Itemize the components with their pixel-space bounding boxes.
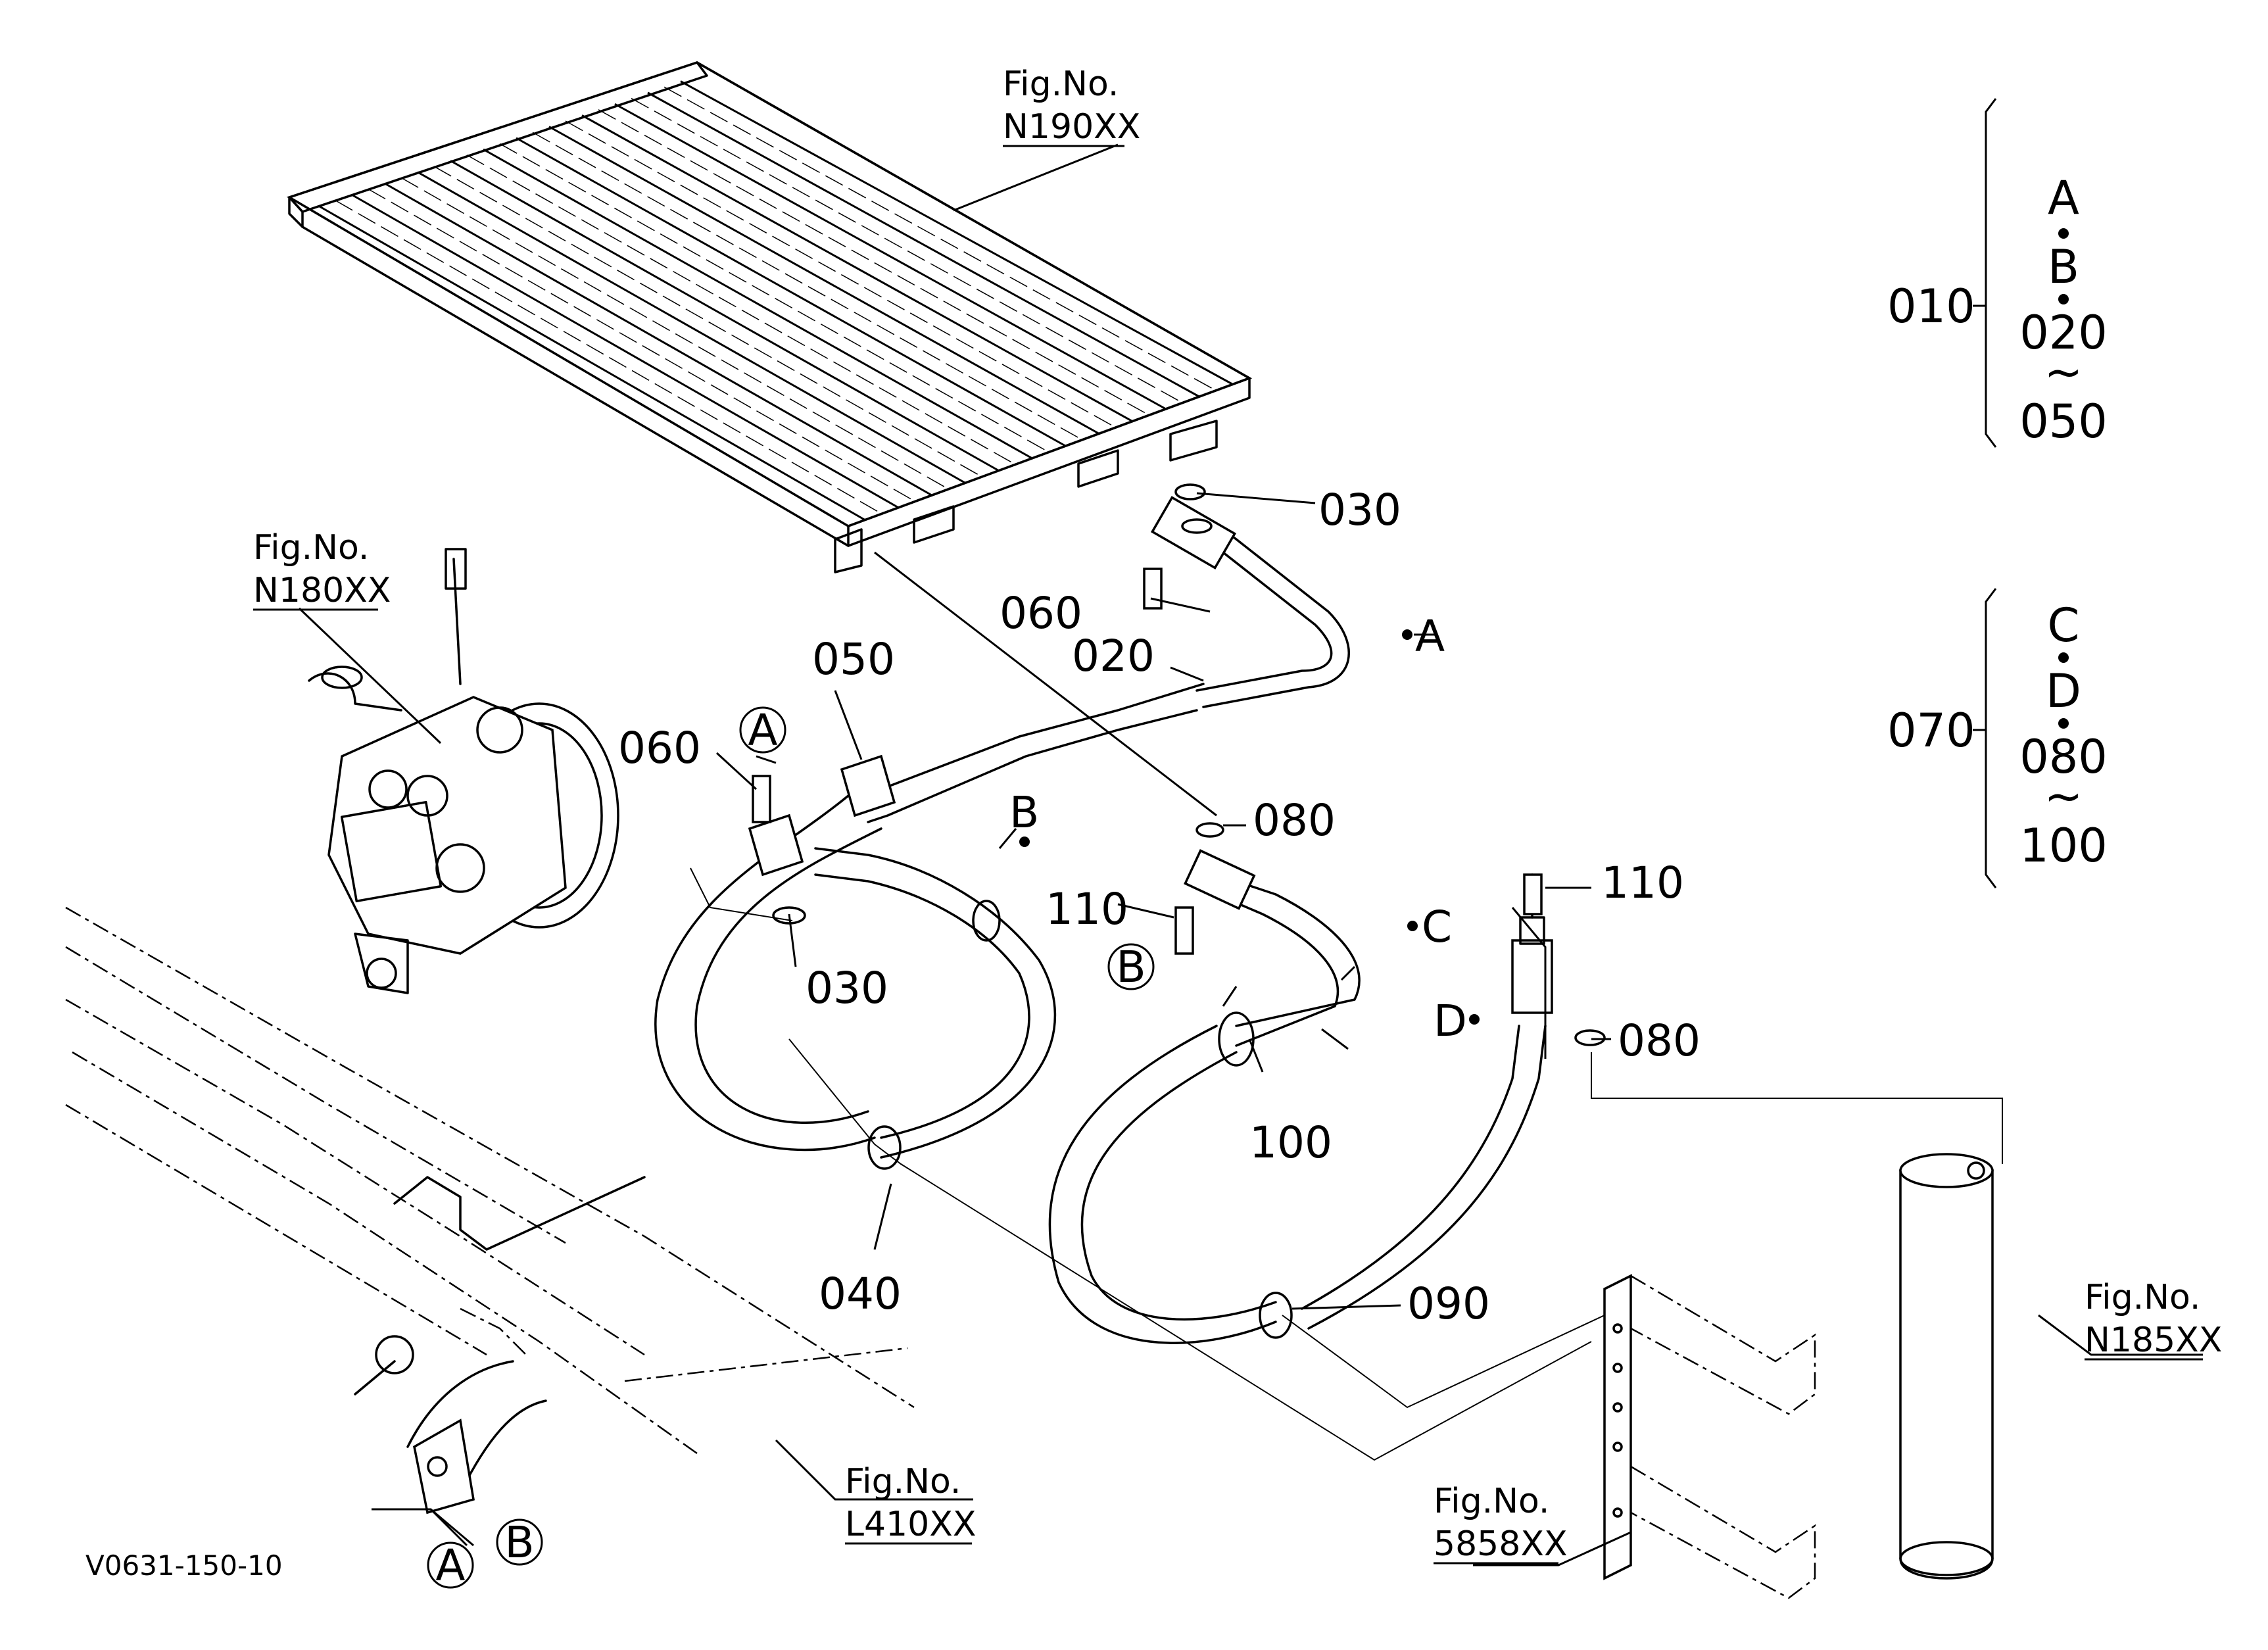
condenser-fin-line — [680, 80, 1234, 385]
condenser-fin-line — [581, 114, 1133, 422]
condenser-fin-line — [417, 171, 966, 484]
part-label-030-left: 030 — [806, 963, 888, 1013]
hardware-drawing — [752, 483, 1606, 1046]
condenser-fin-line — [647, 91, 1200, 398]
fig-ref-5858-number: 5858XX — [1434, 1524, 1568, 1564]
part-label-040: 040 — [819, 1269, 902, 1319]
fig-ref-n185-label: Fig.No. — [2085, 1278, 2200, 1317]
receiver-drier-drawing — [1899, 1153, 1994, 1580]
legend-010-to: 050 — [2019, 395, 2108, 449]
legend-070-c: C — [2048, 598, 2080, 652]
compressor-drawing — [308, 548, 619, 994]
condenser-fin-line — [450, 160, 1000, 472]
legend-010-tilde: ~ — [2044, 345, 2083, 399]
part-label-080-mid: 080 — [1253, 795, 1336, 846]
part-label-080-right: 080 — [1618, 1015, 1701, 1066]
diagram-code: V0631-150-10 — [85, 1549, 283, 1582]
legend-010-b: B — [2048, 240, 2079, 294]
bracket-drawing — [1603, 1274, 1816, 1599]
condenser-fin-line — [483, 148, 1033, 460]
fig-ref-n190-label: Fig.No. — [1003, 64, 1119, 104]
fig-ref-l410-label: Fig.No. — [845, 1462, 961, 1501]
hose-c-drawing — [1048, 849, 1361, 1344]
part-label-100: 100 — [1249, 1117, 1332, 1168]
part-label-110-mid: 110 — [1046, 884, 1128, 934]
leader-lines — [298, 98, 2203, 1566]
fig-ref-l410-number: L410XX — [845, 1505, 976, 1544]
legend-070-tilde: ~ — [2044, 769, 2083, 823]
condenser-fin-line — [614, 103, 1167, 410]
part-label-020: 020 — [1072, 631, 1155, 681]
callout-a-bottom: A — [435, 1540, 465, 1591]
hose-point-d: D — [1434, 996, 1467, 1046]
legend-010-from: 020 — [2019, 306, 2108, 360]
part-label-060-top: 060 — [1000, 588, 1082, 639]
hose-a-drawing — [654, 496, 1350, 1152]
legend-010-a: A — [2048, 171, 2079, 225]
fig-ref-n180-number: N180XX — [253, 571, 391, 610]
part-label-060-left: 060 — [618, 723, 701, 773]
hose-point-c: C — [1422, 902, 1452, 952]
legend-070-number: 070 — [1887, 704, 1975, 758]
legend-010-number: 010 — [1887, 279, 1975, 333]
fig-ref-5858-label: Fig.No. — [1434, 1482, 1549, 1521]
fig-ref-n180-label: Fig.No. — [253, 528, 369, 568]
callout-b-bottom: B — [504, 1517, 534, 1568]
hose-d-drawing — [1259, 873, 1553, 1339]
hose-b-drawing — [814, 847, 1057, 1170]
legend-070-d: D — [2046, 664, 2081, 718]
part-label-090: 090 — [1407, 1278, 1490, 1329]
legend-070-to: 100 — [2019, 819, 2108, 873]
condenser-fin-line — [384, 182, 932, 497]
part-label-030-top: 030 — [1318, 485, 1401, 535]
frame-drawing — [65, 906, 915, 1515]
part-label-110-right: 110 — [1601, 858, 1684, 908]
fig-ref-n190-number: N190XX — [1003, 107, 1140, 147]
legend-070-from: 080 — [2019, 730, 2108, 784]
part-label-050: 050 — [812, 634, 895, 685]
hose-point-b: B — [1009, 787, 1039, 838]
fig-ref-n185-number: N185XX — [2085, 1321, 2222, 1360]
condenser-fin-line — [351, 193, 899, 509]
condenser-fin-line — [516, 137, 1067, 447]
callout-circles — [427, 228, 2069, 1589]
condenser-fin-line — [318, 205, 866, 521]
hose-point-a: A — [1415, 611, 1445, 662]
condenser-fin-line — [548, 126, 1099, 435]
callout-a-top: A — [748, 705, 777, 756]
condenser-drawing — [286, 61, 1253, 573]
callout-b-mid: B — [1116, 942, 1146, 992]
